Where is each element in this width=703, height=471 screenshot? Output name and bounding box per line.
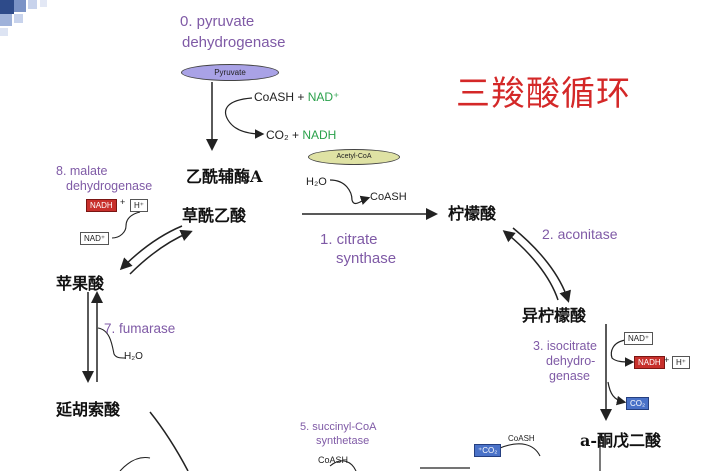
arrow-aconitase-rev — [502, 230, 559, 301]
pyruvate-pill: Pyruvate — [181, 64, 279, 81]
fumarate-label: 延胡索酸 — [56, 400, 121, 419]
arrow-nad-nadh-8 — [111, 211, 141, 239]
enzyme-5-label: 5. succinyl-CoA — [300, 421, 377, 433]
nadh-box-3: NADH — [634, 356, 665, 369]
h-box-8: H⁺ — [130, 199, 148, 212]
enzyme-2-label: 2. aconitase — [542, 226, 618, 242]
arrow-bottom-left — [149, 411, 189, 471]
arrow-nad-nadh-3 — [610, 339, 635, 367]
enzyme-1-label-2: synthase — [336, 250, 397, 267]
coash-citrate-label: CoASH — [370, 191, 407, 203]
coash-nad-label: CoASH + NAD⁺ — [254, 90, 340, 104]
arrow-aconitase-fwd — [512, 227, 571, 303]
nad-box-3: NAD⁺ — [624, 332, 654, 345]
nadh-box-8: NADH — [86, 199, 117, 212]
h2o-fum-label: H₂O — [124, 351, 143, 362]
h-box-3: H⁺ — [672, 356, 690, 369]
co2-box-4: ⁺CO₂ — [474, 444, 502, 457]
arrow-h2o-fum — [97, 327, 127, 359]
enzyme-3-label: 3. isocitrate — [533, 339, 597, 353]
arrow-coash-4 — [499, 443, 541, 457]
enzyme-3-label-3: genase — [549, 369, 591, 383]
arrow-malate-dh-rev — [129, 229, 193, 275]
co2-box-3: CO₂ — [626, 397, 650, 410]
isocitrate-label: 异柠檬酸 — [522, 306, 587, 325]
nad-box-8: NAD⁺ — [80, 232, 110, 245]
acetylcoa-pill: Acetyl-CoA — [308, 149, 400, 165]
coash-5-label: CoASH — [318, 455, 349, 465]
plus-3: + — [664, 355, 670, 365]
enzyme-0-label: 0. pyruvate — [180, 13, 255, 30]
coash-4-label: CoASH — [508, 434, 535, 443]
arrow-h2o-coash — [329, 179, 371, 205]
enzyme-3-label-2: dehydro- — [546, 354, 596, 368]
plus-8: + — [120, 197, 126, 207]
enzyme-7-label: 7. fumarase — [104, 321, 176, 336]
oxaloacetate-label: 草酰乙酸 — [182, 206, 247, 225]
enzyme-0-label-2: dehydrogenase — [182, 34, 286, 51]
enzyme-1-label: 1. citrate — [320, 231, 378, 248]
akg-label: a-酮戊二酸 — [580, 431, 662, 450]
citrate-label: 柠檬酸 — [448, 204, 497, 223]
arrow-co2-3 — [607, 381, 627, 406]
arrow-bottom-left-2 — [119, 456, 151, 471]
arrow-malate-dh-fwd — [119, 225, 183, 271]
enzyme-5-label-2: synthetase — [316, 435, 370, 447]
diagram-title: 三羧酸循环 — [456, 74, 631, 114]
enzyme-8-label-2: dehydrogenase — [66, 179, 153, 193]
co2-nadh-label: CO₂ + NADH — [266, 128, 337, 142]
acetyl-coa-label: 乙酰辅酶A — [186, 167, 263, 186]
malate-label: 苹果酸 — [56, 274, 105, 293]
enzyme-8-label: 8. malate — [56, 164, 108, 178]
arrow-succinyl — [329, 460, 357, 471]
arrow-nad-nadh — [224, 97, 265, 139]
h2o-citrate-label: H₂O — [306, 176, 327, 188]
